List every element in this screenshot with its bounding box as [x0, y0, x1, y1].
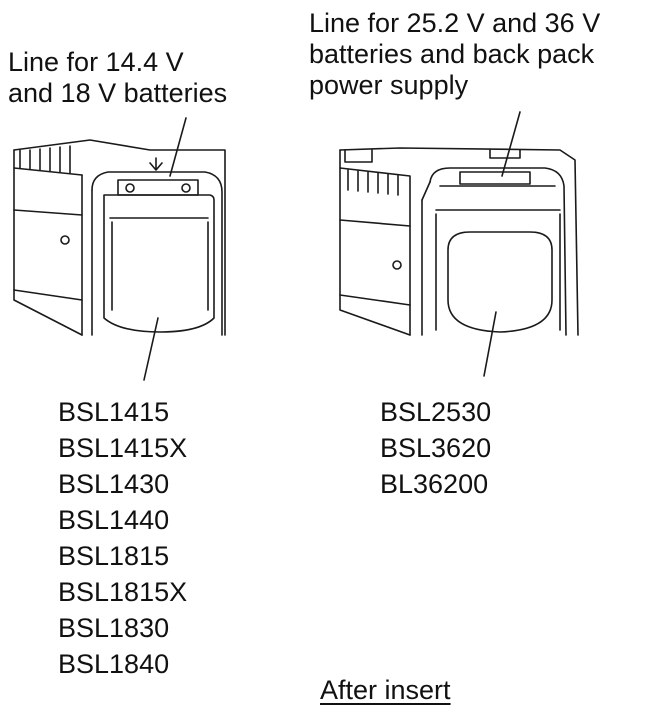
model-item: BSL2530	[380, 397, 492, 427]
right-charger-illustration	[339, 111, 579, 377]
right-line-label-line-3: power supply	[309, 70, 469, 100]
model-item: BSL1815	[58, 541, 170, 571]
model-item: BSL3620	[380, 433, 492, 463]
model-item: BSL1815X	[58, 577, 188, 607]
model-item: BSL1430	[58, 469, 170, 499]
model-item: BSL1415X	[58, 433, 188, 463]
right-model-list: BSL2530 BSL3620 BL36200	[380, 394, 491, 502]
model-item: BSL1830	[58, 613, 170, 643]
right-line-label-line-2: batteries and back pack	[309, 39, 595, 69]
left-charger-illustration	[13, 117, 226, 381]
right-line-label: Line for 25.2 V and 36 V batteries and b…	[309, 8, 600, 101]
model-item: BSL1440	[58, 505, 170, 535]
model-item: BSL1840	[58, 649, 170, 679]
model-item: BL36200	[380, 469, 489, 499]
left-line-label-line-1: Line for 14.4 V	[8, 47, 184, 77]
caption-after-insert: After insert	[320, 675, 451, 705]
left-model-list: BSL1415 BSL1415X BSL1430 BSL1440 BSL1815…	[58, 394, 187, 682]
left-line-label-line-2: and 18 V batteries	[8, 78, 228, 108]
right-line-label-line-1: Line for 25.2 V and 36 V	[309, 8, 601, 38]
left-line-label: Line for 14.4 V and 18 V batteries	[8, 47, 227, 109]
model-item: BSL1415	[58, 397, 170, 427]
